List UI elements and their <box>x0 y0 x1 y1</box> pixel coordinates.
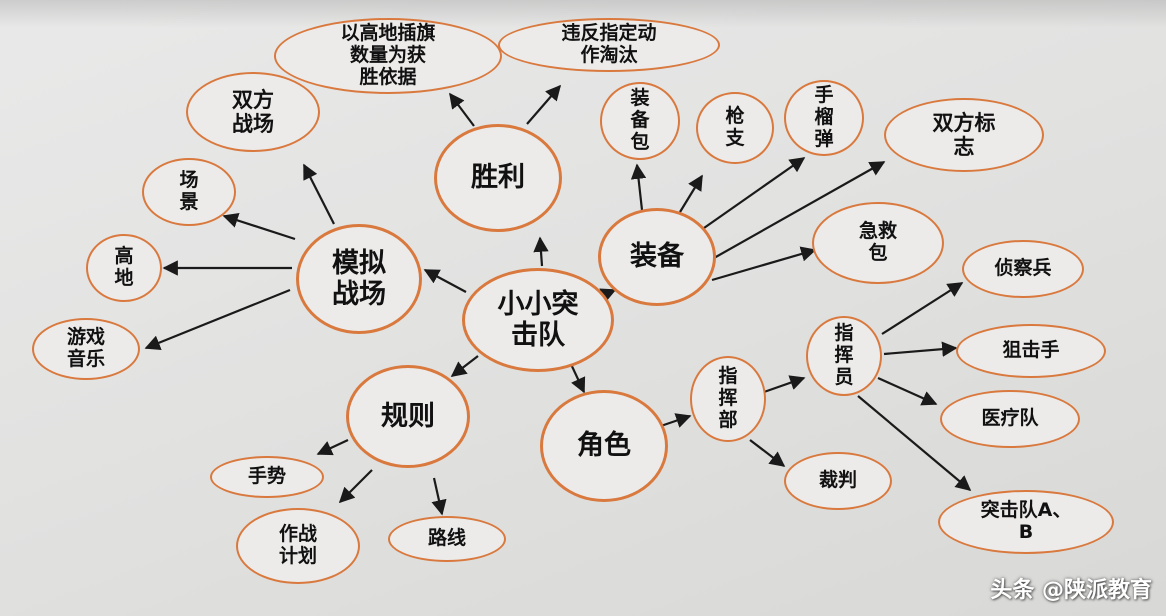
node-both-sides-mark: 双方标 志 <box>884 98 1044 172</box>
arrow-commander-to-sniper <box>883 341 958 357</box>
arrow-rules-to-gesture <box>316 439 349 456</box>
node-simulated-battlefield: 模拟 战场 <box>296 224 422 334</box>
arrow-victory-to-flag-count <box>449 92 475 127</box>
node-route: 路线 <box>388 516 506 562</box>
arrow-equipment-to-gun <box>679 174 703 213</box>
node-rules: 规则 <box>346 365 470 468</box>
arrow-center-to-rules <box>450 355 479 377</box>
arrow-commander-to-scout <box>881 282 964 335</box>
node-roles: 角色 <box>540 390 668 502</box>
node-flag-count-win: 以高地插旗 数量为获 胜依据 <box>274 18 502 94</box>
arrow-center-to-roles <box>569 361 586 394</box>
node-equipment-bag: 装 备 包 <box>600 82 680 160</box>
node-grenade: 手 榴 弹 <box>784 80 864 156</box>
watermark: 头条 @陕派教育 <box>990 578 1152 603</box>
node-highland: 高 地 <box>86 234 162 302</box>
arrow-battlefield-to-game-music <box>144 288 291 350</box>
arrow-battlefield-to-scene <box>222 212 296 241</box>
node-commander: 指 挥 员 <box>806 316 882 396</box>
node-violation-eliminated: 违反指定动 作淘汰 <box>498 18 720 72</box>
node-victory: 胜利 <box>434 124 562 232</box>
node-battle-plan: 作战 计划 <box>236 508 360 584</box>
arrow-center-to-victory <box>533 236 549 267</box>
node-equipment: 装备 <box>598 208 716 306</box>
arrow-commander-to-commando <box>857 395 972 491</box>
arrow-center-to-simulated-battlefield <box>423 269 467 293</box>
node-commando-ab: 突击队A、 B <box>938 490 1114 554</box>
node-referee: 裁判 <box>784 452 892 510</box>
arrow-rules-to-route <box>431 477 447 516</box>
arrow-victory-to-violation <box>526 84 562 125</box>
arrow-equipment-to-first-aid <box>711 246 817 282</box>
node-command-post: 指 挥 部 <box>690 356 766 442</box>
node-both-sides-battlefield: 双方 战场 <box>186 72 320 152</box>
node-medical-team: 医疗队 <box>940 390 1080 448</box>
arrow-rules-to-plan <box>338 469 373 504</box>
arrow-commander-to-medical <box>877 376 938 406</box>
arrow-equipment-to-grenade <box>703 157 806 229</box>
node-scout: 侦察兵 <box>962 240 1084 298</box>
arrow-equipment-to-bag <box>630 163 647 211</box>
node-sniper: 狙击手 <box>956 324 1106 378</box>
arrow-command-post-to-referee <box>749 439 786 467</box>
node-game-music: 游戏 音乐 <box>32 318 140 380</box>
node-gesture: 手势 <box>210 456 324 498</box>
node-first-aid-kit: 急救 包 <box>812 202 944 284</box>
arrow-equipment-to-mark <box>713 161 886 259</box>
node-scene: 场 景 <box>142 158 236 226</box>
arrow-battlefield-to-both-sides <box>303 163 335 225</box>
node-center: 小小突 击队 <box>462 268 614 372</box>
arrow-command-post-to-commander <box>763 375 806 394</box>
node-gun: 枪 支 <box>696 92 774 164</box>
